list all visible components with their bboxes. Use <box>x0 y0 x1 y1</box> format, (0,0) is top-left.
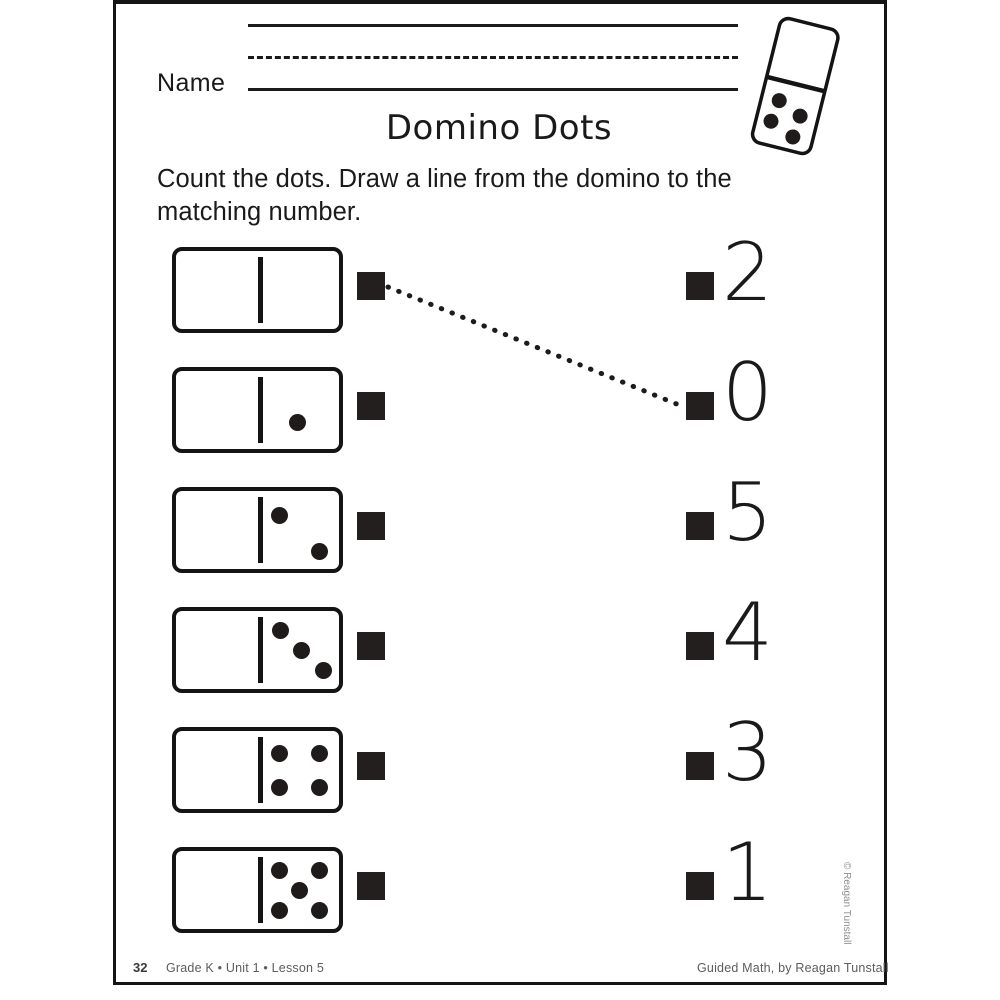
domino-tile[interactable] <box>172 847 343 933</box>
problem-row: 4 <box>0 593 1000 697</box>
instructions-text: Count the dots. Draw a line from the dom… <box>157 165 732 226</box>
number-label: 4 <box>722 586 773 679</box>
handwriting-rule-middle-dashed <box>248 56 738 59</box>
page-number: 32 <box>133 960 148 975</box>
match-square-left[interactable] <box>357 752 385 780</box>
problem-row: 3 <box>0 713 1000 817</box>
domino-pip <box>272 622 289 639</box>
footer-source-info: Guided Math, by Reagan Tunstall <box>697 961 889 975</box>
domino-tile[interactable] <box>172 367 343 453</box>
number-label: 3 <box>722 706 773 799</box>
page-title: Domino Dots <box>385 108 613 148</box>
domino-pip <box>311 745 328 762</box>
domino-pip <box>289 414 306 431</box>
page-border-top <box>113 0 887 4</box>
match-square-left[interactable] <box>357 632 385 660</box>
handwriting-rule-top <box>248 24 738 27</box>
number-label: 1 <box>722 826 773 919</box>
domino-pip <box>271 862 288 879</box>
name-label: Name <box>157 69 226 97</box>
match-square-right[interactable] <box>686 392 714 420</box>
domino-pip <box>311 779 328 796</box>
number-label: 0 <box>722 346 773 439</box>
domino-pip <box>271 779 288 796</box>
domino-pip <box>311 902 328 919</box>
match-square-right[interactable] <box>686 872 714 900</box>
domino-pip <box>311 862 328 879</box>
match-square-left[interactable] <box>357 872 385 900</box>
domino-divider <box>258 257 263 323</box>
copyright-notice: © Reagan Tunstall <box>841 862 852 945</box>
handwriting-rule-baseline[interactable] <box>248 88 738 91</box>
domino-pip <box>291 882 308 899</box>
page-border-left <box>113 0 116 985</box>
domino-tile[interactable] <box>172 487 343 573</box>
domino-pip <box>293 642 310 659</box>
number-label: 2 <box>722 226 773 319</box>
page-border-bottom <box>113 982 887 985</box>
domino-divider <box>258 497 263 563</box>
problem-row: 5 <box>0 473 1000 577</box>
domino-tile[interactable] <box>172 727 343 813</box>
domino-divider <box>258 857 263 923</box>
match-square-right[interactable] <box>686 752 714 780</box>
footer-lesson-info: Grade K • Unit 1 • Lesson 5 <box>166 961 324 975</box>
domino-pip <box>315 662 332 679</box>
match-square-left[interactable] <box>357 272 385 300</box>
match-square-right[interactable] <box>686 272 714 300</box>
problem-row: 1 <box>0 833 1000 937</box>
match-square-right[interactable] <box>686 632 714 660</box>
domino-pip <box>311 543 328 560</box>
tilted-domino-illustration <box>735 12 855 162</box>
domino-pip <box>271 745 288 762</box>
match-square-right[interactable] <box>686 512 714 540</box>
page-border-right <box>884 0 887 985</box>
domino-divider <box>258 617 263 683</box>
domino-divider <box>258 377 263 443</box>
domino-pip <box>271 507 288 524</box>
domino-pip <box>271 902 288 919</box>
domino-divider <box>258 737 263 803</box>
domino-tile[interactable] <box>172 607 343 693</box>
number-label: 5 <box>722 466 773 559</box>
match-square-left[interactable] <box>357 512 385 540</box>
problem-row: 2 <box>0 233 1000 337</box>
domino-tile[interactable] <box>172 247 343 333</box>
match-square-left[interactable] <box>357 392 385 420</box>
problem-row: 0 <box>0 353 1000 457</box>
